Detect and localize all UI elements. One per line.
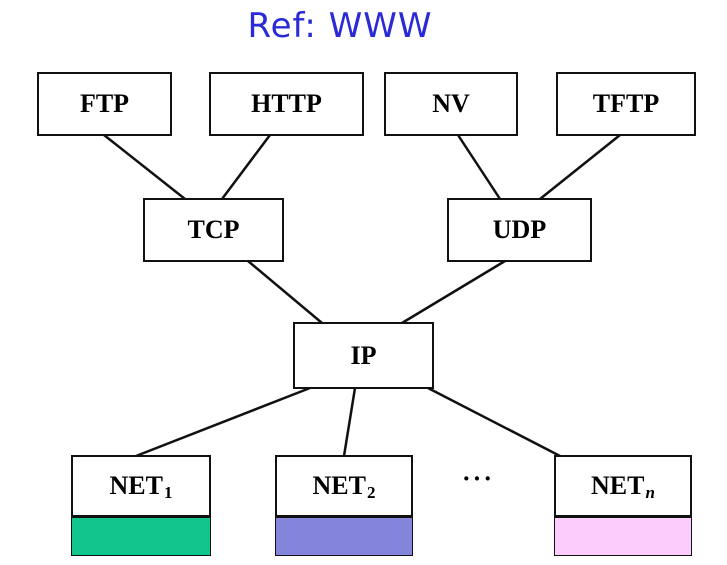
- tcp-label: TCP: [187, 215, 240, 244]
- edge-tcp-ip: [247, 260, 323, 324]
- net1-node: NET1: [71, 455, 211, 517]
- net1-subscript: 1: [163, 483, 173, 502]
- netn-color-bar: [554, 517, 692, 556]
- nv-node: NV: [384, 72, 518, 136]
- edge-ip-net2: [342, 387, 357, 457]
- edge-udp-ip: [401, 259, 506, 325]
- edge-http-tcp: [221, 134, 271, 200]
- net1-color-bar: [71, 517, 211, 556]
- nv-label: NV: [432, 89, 470, 118]
- net2-base: NET: [312, 471, 366, 500]
- ellipsis: ···: [461, 464, 494, 493]
- edge-nv-udp: [456, 134, 502, 200]
- edge-ip-netn: [427, 386, 561, 458]
- netn-base: NET: [591, 471, 645, 500]
- http-label: HTTP: [251, 89, 322, 118]
- net2-node: NET2: [275, 455, 413, 517]
- reference-title: Ref: WWW: [247, 6, 433, 46]
- ftp-node: FTP: [37, 72, 172, 136]
- udp-label: UDP: [492, 215, 547, 244]
- http-node: HTTP: [209, 72, 364, 136]
- netn-node: NETn: [554, 455, 692, 517]
- tftp-label: TFTP: [592, 89, 660, 118]
- netn-label: NETn: [591, 471, 655, 502]
- net1-base: NET: [109, 471, 163, 500]
- net2-color-bar: [275, 517, 413, 556]
- edge-ftp-tcp: [103, 134, 186, 200]
- edge-tftp-udp: [539, 134, 621, 200]
- ftp-label: FTP: [79, 89, 130, 118]
- net2-subscript: 2: [366, 483, 376, 502]
- netn-subscript: n: [645, 483, 655, 502]
- net1-label: NET1: [109, 471, 173, 502]
- tftp-node: TFTP: [556, 72, 696, 136]
- tcp-node: TCP: [143, 198, 284, 262]
- ip-node: IP: [293, 322, 434, 389]
- net2-label: NET2: [312, 471, 376, 502]
- udp-node: UDP: [447, 198, 592, 262]
- edge-ip-net1: [135, 386, 311, 458]
- ip-label: IP: [350, 340, 377, 370]
